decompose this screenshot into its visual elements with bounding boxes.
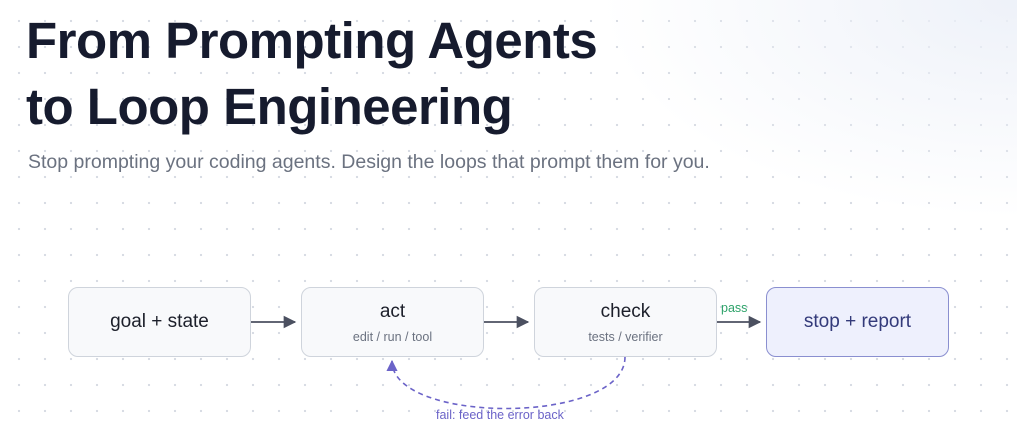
page-subtitle: Stop prompting your coding agents. Desig… bbox=[28, 151, 710, 173]
edge-label-fail: fail: feed the error back bbox=[436, 408, 564, 422]
node-check-sublabel: tests / verifier bbox=[588, 329, 663, 344]
node-act-sublabel: edit / run / tool bbox=[352, 329, 433, 344]
arrow-fail-loop bbox=[386, 356, 626, 410]
node-check-label: check bbox=[600, 300, 651, 322]
node-goal-label: goal + state bbox=[110, 311, 209, 332]
edge-label-pass: pass bbox=[721, 301, 748, 315]
node-stop-label: stop + report bbox=[803, 311, 912, 332]
title-line-1: From Prompting Agents bbox=[26, 12, 598, 69]
node-stop-report: stop + report bbox=[766, 287, 949, 357]
node-act: act edit / run / tool bbox=[301, 287, 484, 357]
page-title: From Prompting Agents to Loop Engineerin… bbox=[26, 8, 598, 140]
node-check: check tests / verifier bbox=[534, 287, 717, 357]
title-line-2: to Loop Engineering bbox=[26, 78, 513, 135]
node-act-label: act bbox=[379, 300, 406, 322]
node-goal-state: goal + state bbox=[68, 287, 251, 357]
